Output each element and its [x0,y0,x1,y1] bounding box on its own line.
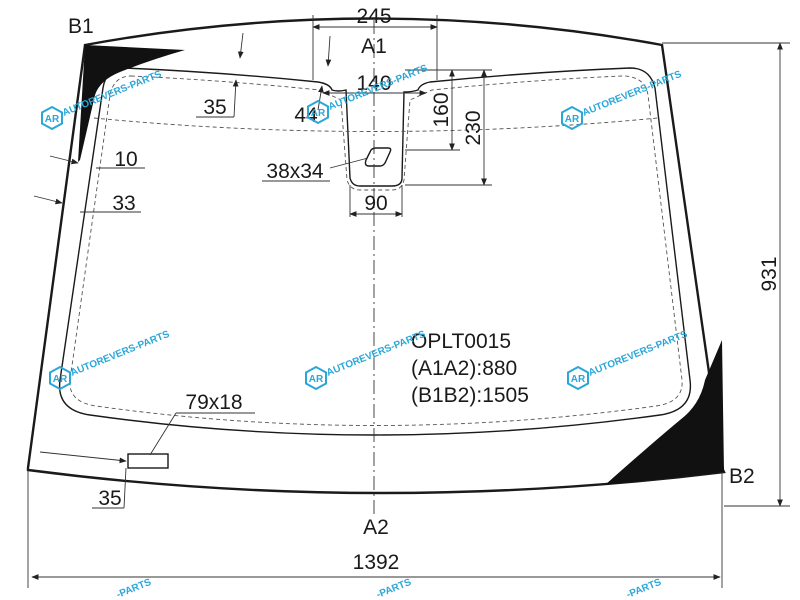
label-35-bottom: 35 [98,487,121,510]
label-38x34: 38x34 [266,160,324,183]
arrow-10-left [49,155,79,165]
leader-vin [149,412,177,456]
watermark-partial-3: -PARTS [625,577,663,600]
corner-b1-black [78,45,185,162]
arrow-35-bottom [39,451,127,464]
arrow-44 [317,85,324,111]
label-b1b2: (B1B2):1505 [411,384,529,407]
label-33: 33 [112,192,135,215]
arrow-35-top [232,79,239,118]
label-140: 140 [356,72,391,95]
vin-window [127,453,169,469]
arrow-top-left [237,32,244,59]
leader-35-bottom [123,467,127,509]
label-1392: 1392 [353,551,400,574]
watermark-logo-icon [41,106,63,130]
label-35-top: 35 [203,96,226,119]
label-10: 10 [114,148,137,171]
arrow-33-left [33,195,63,205]
label-a1a2: (A1A2):880 [411,357,517,380]
corner-b2-black [605,340,724,485]
label-90: 90 [364,192,387,215]
label-160: 160 [430,92,453,127]
label-245: 245 [356,5,391,28]
watermark-partial-2: -PARTS [375,577,413,600]
arrow-a1-left [325,35,332,67]
label-79x18: 79x18 [185,391,242,414]
glass-outline [26,17,726,495]
label-230: 230 [462,110,485,145]
label-b2: B2 [729,465,755,488]
label-a1: A1 [361,35,387,58]
inner-dashed-line [69,75,683,426]
watermark-partial-1: -PARTS [115,577,153,600]
leader-sensor [329,157,369,169]
label-931: 931 [758,256,781,291]
part-code: OPLT0015 [411,330,511,353]
label-a2: A2 [363,516,389,539]
label-b1: B1 [68,15,94,38]
